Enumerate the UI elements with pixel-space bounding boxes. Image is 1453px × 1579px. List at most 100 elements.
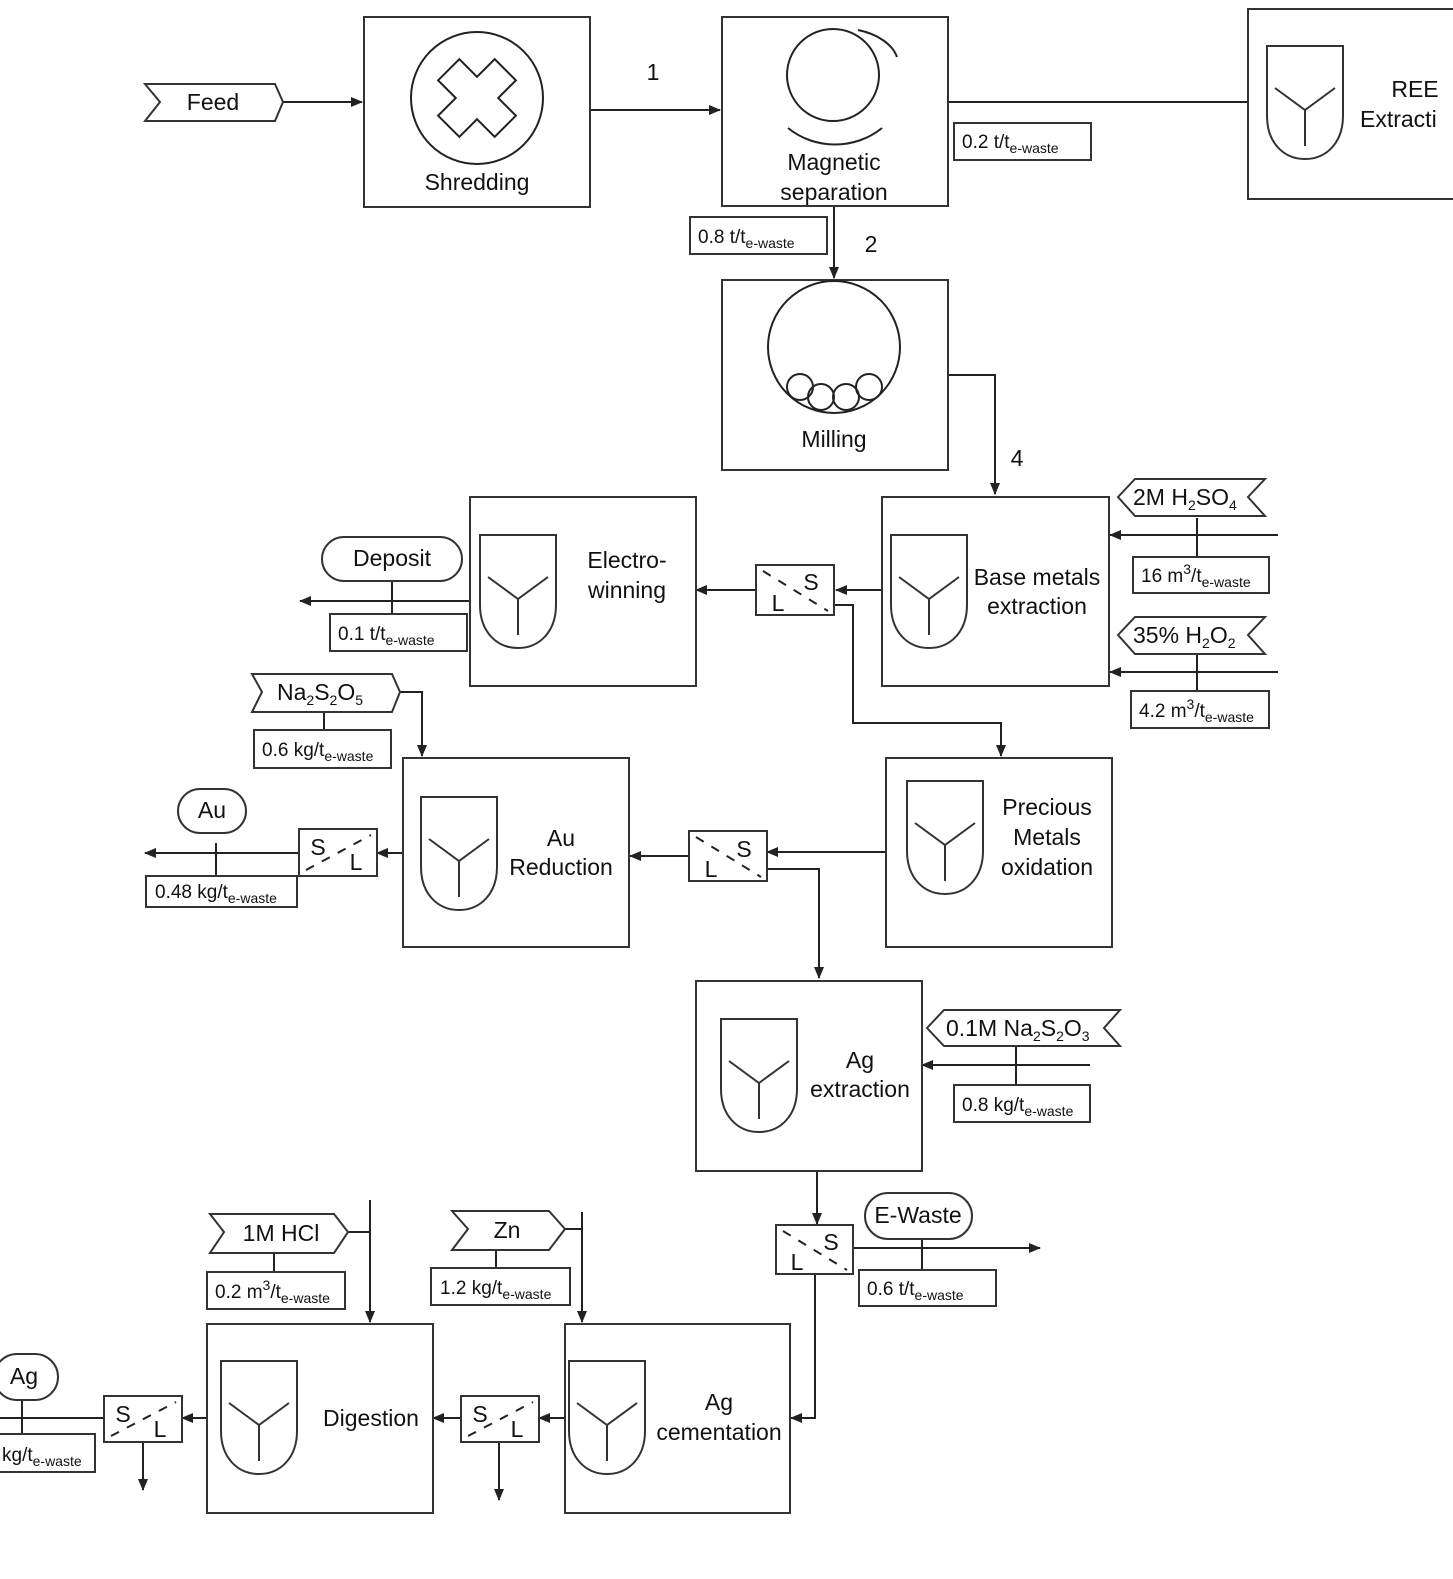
h2o2-label: 35% H2O2 (1133, 622, 1236, 651)
ag-extraction-unit: Ag extraction (695, 980, 923, 1172)
svg-text:L: L (705, 856, 718, 882)
h2so4-rate: 16 m3/te-waste (1141, 561, 1251, 590)
ree-feed-rate: 0.2 t/te-waste (962, 132, 1059, 156)
magnetic-label-line2: separation (780, 179, 887, 205)
electrowinning-tank-icon (479, 534, 557, 649)
ag-label: Ag (10, 1363, 38, 1389)
na2s2o3-rate-box (953, 1084, 1091, 1123)
milling-feed-rate-value: 0.8 t/t (698, 227, 746, 248)
zn-tag (449, 1210, 567, 1251)
au-rate-box (145, 875, 298, 908)
svg-text:S: S (115, 1401, 130, 1427)
hcl-rate: 0.2 m3/te-waste (215, 1277, 330, 1306)
svg-text:S: S (736, 836, 751, 862)
svg-text:L: L (511, 1416, 524, 1442)
deposit-rate: 0.1 t/te-waste (338, 624, 435, 648)
na2s2o5-rate-box (253, 729, 392, 769)
au-reduction-label-line2: Reduction (509, 854, 613, 880)
ag-extraction-label-line2: extraction (810, 1076, 910, 1102)
precious-metals-tank-icon (906, 780, 984, 895)
ewaste-rate-box (858, 1269, 997, 1307)
base-metals-extraction-unit: Base metals extraction (881, 496, 1110, 687)
au-rate: 0.48 kg/te-waste (155, 882, 277, 906)
svg-text:S: S (310, 834, 325, 860)
ewaste-label: E-Waste (874, 1202, 961, 1228)
svg-text:S: S (803, 569, 818, 595)
svg-text:L: L (791, 1249, 804, 1275)
digestion-tank-icon (220, 1360, 298, 1475)
feed-tag (142, 83, 285, 122)
digestion-label: Digestion (323, 1405, 419, 1431)
precious-metals-oxidation-unit: Precious Metals oxidation (885, 757, 1113, 948)
h2so4-rate-box (1132, 556, 1270, 594)
deposit-product (321, 536, 463, 582)
h2o2-tag (1116, 616, 1268, 655)
ree-label-line2: Extracti (1360, 106, 1437, 132)
milling-label: Milling (801, 426, 866, 452)
separator-3: S L (298, 828, 378, 877)
ag-extraction-tank-icon (720, 1018, 798, 1133)
ree-feed-rate-box (953, 122, 1092, 161)
electrowinning-unit: Electro- winning (469, 496, 697, 687)
h2o2-rate-box (1130, 690, 1270, 729)
separator-2: S L (688, 830, 768, 882)
milling-feed-rate: 0.8 t/te-waste (698, 227, 795, 251)
stream-4-label: 4 (1011, 445, 1024, 471)
deposit-label: Deposit (353, 545, 432, 571)
na2s2o3-tag (925, 1009, 1123, 1047)
base-metals-label-line1: Base metals (974, 564, 1101, 590)
na2s2o3-label: 0.1M Na2S2O3 (946, 1015, 1090, 1044)
ree-feed-rate-value: 0.2 t/t (962, 132, 1010, 153)
electrowinning-label-line1: Electro- (587, 547, 666, 573)
ag-extraction-label-line1: Ag (846, 1047, 874, 1073)
ag-cementation-label-line2: cementation (656, 1419, 781, 1445)
base-metals-label-line2: extraction (987, 593, 1087, 619)
au-reduction-tank-icon (420, 796, 498, 911)
base-metals-tank-icon (890, 534, 968, 649)
magnetic-separation-unit: Magnetic separation (721, 16, 949, 207)
zn-label: Zn (494, 1217, 521, 1243)
ag-product (0, 1353, 59, 1401)
zn-rate-box (430, 1267, 571, 1306)
ag-rate-box (0, 1433, 96, 1473)
feed-label: Feed (187, 89, 239, 115)
shredder-icon (410, 31, 544, 165)
h2o2-rate: 4.2 m3/te-waste (1139, 696, 1254, 725)
precious-label-line2: Metals (1013, 824, 1081, 850)
separator-4: S L (775, 1224, 854, 1275)
magnetic-label-line1: Magnetic (787, 149, 880, 175)
au-label: Au (198, 797, 226, 823)
ag-cementation-tank-icon (568, 1360, 646, 1475)
hcl-tag (207, 1213, 350, 1254)
shredding-unit: Shredding (363, 16, 591, 208)
svg-text:L: L (772, 590, 785, 616)
svg-text:S: S (823, 1229, 838, 1255)
connectors (0, 97, 1278, 1501)
separator-5: S L (460, 1395, 540, 1443)
svg-text:S: S (472, 1401, 487, 1427)
precious-label-line3: oxidation (1001, 854, 1093, 880)
ree-feed-rate-sub: e-waste (1010, 140, 1059, 156)
stream-1-label: 1 (647, 59, 660, 85)
h2so4-tag (1116, 478, 1268, 517)
magnet-drum-icon (786, 28, 898, 146)
h2so4-label: 2M H2SO4 (1133, 484, 1237, 513)
ewaste-product (864, 1192, 973, 1240)
milling-unit: Milling (721, 279, 949, 471)
electrowinning-label-line2: winning (587, 577, 666, 603)
precious-label-line1: Precious (1002, 794, 1091, 820)
separator-6: S L (103, 1395, 183, 1443)
ag-cementation-label-line1: Ag (705, 1389, 733, 1415)
ree-tank-icon (1266, 45, 1344, 160)
ball-mill-icon (767, 280, 901, 414)
ewaste-rate: 0.6 t/te-waste (867, 1279, 964, 1303)
zn-rate: 1.2 kg/te-waste (440, 1278, 552, 1302)
au-product (177, 788, 247, 834)
na2s2o5-tag (250, 673, 402, 713)
au-reduction-unit: Au Reduction (402, 757, 630, 948)
milling-feed-rate-box (689, 216, 828, 255)
deposit-rate-box (329, 613, 468, 652)
separator-1: S L (755, 564, 835, 616)
hcl-label: 1M HCl (243, 1220, 320, 1246)
digestion-unit: Digestion (206, 1323, 434, 1514)
